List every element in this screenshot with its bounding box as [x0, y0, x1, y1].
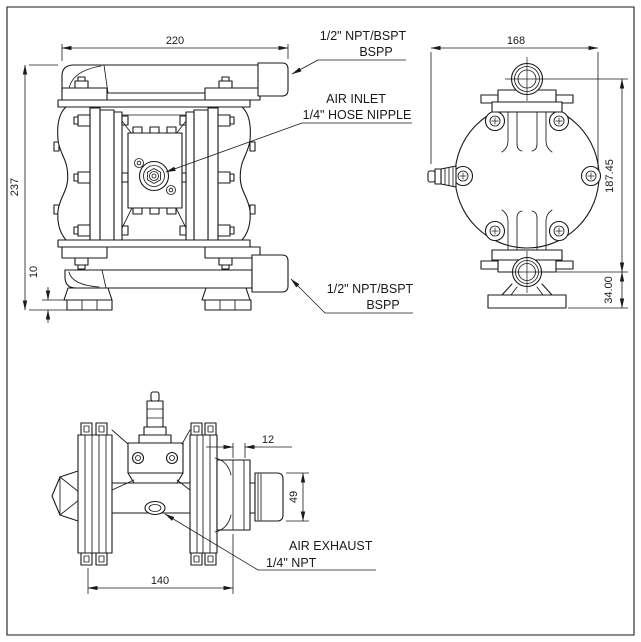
front-body — [53, 106, 256, 243]
front-labels: 1/2" NPT/BSPT BSPP AIR INLET 1/4" HOSE N… — [165, 29, 414, 314]
leader-air-exhaust — [164, 513, 259, 571]
front-view: 220 237 10 1/2" NPT/BSPT BSPP AIR INLET … — [9, 29, 414, 323]
front-flange-bolts — [73, 114, 235, 237]
side-bottom-port — [480, 209, 574, 309]
front-bottom-manifold — [57, 239, 289, 311]
label-discharge-port-line1: 1/2" NPT/BSPT — [320, 29, 407, 43]
sheet-border — [6, 6, 635, 636]
label-suction-port-line2: BSPP — [366, 298, 399, 312]
top-dimensions: 12 49 140 — [87, 434, 309, 594]
dim-height-front: 237 — [9, 178, 21, 196]
label-air-exhaust-line2: 1/4" NPT — [266, 556, 317, 570]
label-air-exhaust-line1: AIR EXHAUST — [289, 539, 373, 553]
top-view: 12 49 140 AIR EXHAUST 1/4" NPT — [51, 391, 376, 594]
top-labels: AIR EXHAUST 1/4" NPT — [164, 513, 376, 571]
side-base-plate — [487, 294, 567, 309]
leader-air-inlet — [165, 122, 303, 173]
front-air-valve — [127, 126, 183, 215]
side-top-port — [480, 57, 574, 153]
dim-flange-offset: 12 — [262, 434, 274, 446]
label-air-inlet-line2: 1/4" HOSE NIPPLE — [303, 108, 412, 122]
top-right-flange — [189, 422, 284, 566]
dim-base-height: 34.00 — [603, 276, 615, 304]
dim-port-span: 187.45 — [604, 159, 616, 193]
side-bolts — [452, 110, 602, 242]
front-feet — [63, 287, 252, 311]
top-air-valve — [111, 391, 191, 516]
side-hose-nipple — [427, 165, 457, 188]
air-exhaust-port — [144, 500, 166, 516]
side-view: 168 187.45 34.00 — [427, 35, 628, 309]
front-dimensions: 220 237 10 — [9, 35, 289, 323]
dim-body-width: 140 — [151, 575, 169, 587]
dim-foot-height: 10 — [28, 266, 40, 278]
label-discharge-port-line2: BSPP — [359, 45, 392, 59]
side-dimensions: 168 187.45 34.00 — [430, 35, 628, 309]
leader-suction-port — [290, 278, 326, 314]
dim-width-front: 220 — [166, 35, 184, 47]
top-left-flange — [77, 422, 113, 566]
top-side-port — [254, 472, 284, 522]
front-discharge-port — [257, 62, 289, 97]
front-suction-port — [251, 254, 289, 293]
dim-width-side: 168 — [507, 35, 525, 47]
label-air-inlet-line1: AIR INLET — [326, 92, 386, 106]
air-inlet-boss — [138, 160, 170, 192]
front-top-manifold — [57, 62, 289, 116]
leader-discharge-port — [291, 59, 319, 75]
side-body-circle — [454, 103, 600, 249]
dim-port-width: 49 — [288, 491, 300, 503]
label-suction-port-line1: 1/2" NPT/BSPT — [327, 282, 414, 296]
